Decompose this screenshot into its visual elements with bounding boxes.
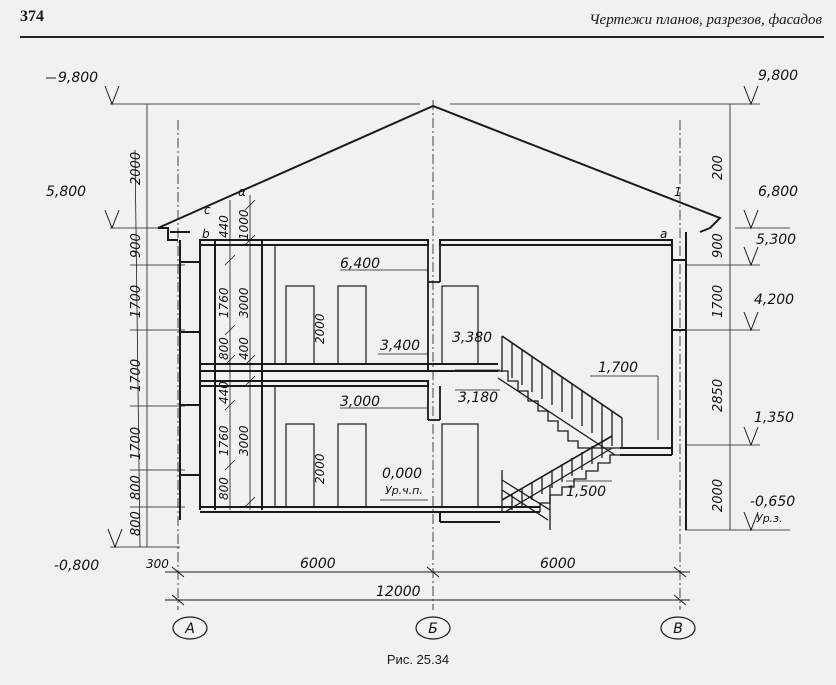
level-floor0-note: Ур.ч.п. bbox=[385, 484, 423, 497]
level-leaders bbox=[110, 103, 790, 548]
svg-text:800: 800 bbox=[217, 337, 231, 360]
figure-caption: Рис. 25.34 bbox=[386, 652, 450, 667]
left-wall bbox=[179, 240, 263, 520]
dim-span-right: 6000 bbox=[540, 556, 576, 572]
level-ground-left: -0,800 bbox=[54, 558, 99, 574]
dim-span-left: 6000 bbox=[300, 556, 336, 572]
level-right-c: 1,350 bbox=[754, 410, 794, 426]
level-eaves-left: 5,800 bbox=[46, 184, 86, 200]
right-wall bbox=[620, 232, 687, 530]
level-eaves-right: 6,800 bbox=[758, 184, 798, 200]
level-floor1-ceiling: 3,400 bbox=[380, 338, 420, 354]
door-openings bbox=[274, 245, 479, 508]
axis-bubble-c bbox=[660, 616, 696, 640]
dim-offset: 300 bbox=[146, 557, 169, 571]
svg-text:900: 900 bbox=[129, 233, 144, 258]
level-ground-right: -0,650 bbox=[750, 494, 795, 510]
dim-total: 12000 bbox=[376, 584, 421, 600]
level-landing-high: 1,700 bbox=[598, 360, 638, 376]
svg-text:b: b bbox=[202, 227, 210, 241]
svg-text:900: 900 bbox=[711, 233, 726, 258]
svg-text:1: 1 bbox=[674, 185, 682, 199]
level-arrows bbox=[104, 85, 759, 549]
axis-label-c: В bbox=[673, 621, 683, 637]
level-ground-right-note: Ур.з. bbox=[756, 512, 783, 525]
running-title: Чертежи планов, разрезов, фасадов bbox=[589, 12, 822, 28]
svg-text:α: α bbox=[238, 185, 246, 199]
svg-text:2000: 2000 bbox=[129, 152, 144, 185]
svg-text:1700: 1700 bbox=[129, 359, 144, 392]
center-wall bbox=[427, 245, 441, 421]
svg-text:440: 440 bbox=[217, 381, 231, 404]
level-stair-beam: 3,180 bbox=[458, 390, 498, 406]
bottom-dimension-lines bbox=[165, 566, 690, 606]
axis-label-b: Б bbox=[428, 621, 438, 637]
opening-height-upper: 2000 bbox=[313, 313, 327, 344]
wall-dimension-labels: 440 1000 1760 3000 800 400 440 1760 3000… bbox=[217, 209, 327, 500]
landing-leaders bbox=[340, 269, 659, 501]
level-top-left: 9,800 bbox=[58, 70, 98, 86]
bottom-dimension-labels: 300 6000 6000 12000 bbox=[146, 556, 576, 600]
left-dimension-labels: 2000 900 1700 1700 1700 800 800 bbox=[129, 152, 144, 536]
svg-text:1760: 1760 bbox=[217, 425, 231, 456]
svg-text:3000: 3000 bbox=[237, 425, 251, 456]
level-landing-low: 1,500 bbox=[566, 484, 606, 500]
svg-text:a: a bbox=[660, 227, 667, 241]
floor-slabs bbox=[199, 239, 673, 523]
svg-text:800: 800 bbox=[129, 511, 144, 536]
svg-text:1700: 1700 bbox=[129, 285, 144, 318]
svg-text:1760: 1760 bbox=[217, 287, 231, 318]
right-dimension-labels: 200 900 1700 2850 2000 bbox=[711, 155, 726, 512]
level-labels: 9,800 9,800 5,800 6,800 5,300 4,200 1,35… bbox=[46, 68, 798, 574]
level-stair-top: 3,380 bbox=[452, 330, 492, 346]
svg-text:2850: 2850 bbox=[711, 379, 726, 412]
svg-text:400: 400 bbox=[237, 337, 251, 360]
svg-text:1000: 1000 bbox=[237, 209, 251, 240]
level-right-b: 4,200 bbox=[754, 292, 794, 308]
svg-text:1700: 1700 bbox=[711, 285, 726, 318]
level-floor2-ceiling: 6,400 bbox=[340, 256, 380, 272]
axis-lines bbox=[177, 100, 681, 610]
staircase bbox=[497, 335, 623, 530]
svg-text:800: 800 bbox=[217, 477, 231, 500]
svg-text:2000: 2000 bbox=[711, 479, 726, 512]
svg-text:1700: 1700 bbox=[129, 427, 144, 460]
header-rule bbox=[20, 36, 824, 38]
axis-bubble-b bbox=[415, 616, 451, 640]
marker-letters: 1 a c b α bbox=[202, 185, 682, 241]
level-floor2: 3,000 bbox=[340, 394, 380, 410]
level-floor0: 0,000 bbox=[382, 466, 422, 482]
svg-text:440: 440 bbox=[217, 215, 231, 238]
axis-bubble-a bbox=[172, 616, 208, 640]
axis-letters: А Б В bbox=[184, 621, 683, 637]
level-right-a: 5,300 bbox=[756, 232, 796, 248]
svg-text:c: c bbox=[204, 203, 211, 217]
level-top-right: 9,800 bbox=[758, 68, 798, 84]
svg-text:800: 800 bbox=[129, 475, 144, 500]
opening-height-lower: 2000 bbox=[313, 453, 327, 484]
svg-text:200: 200 bbox=[711, 155, 726, 180]
page-number: 374 bbox=[20, 8, 44, 25]
wall-dimension-lines bbox=[224, 195, 256, 510]
axis-bubbles bbox=[172, 616, 696, 640]
axis-label-a: А bbox=[184, 621, 195, 637]
svg-text:3000: 3000 bbox=[237, 287, 251, 318]
